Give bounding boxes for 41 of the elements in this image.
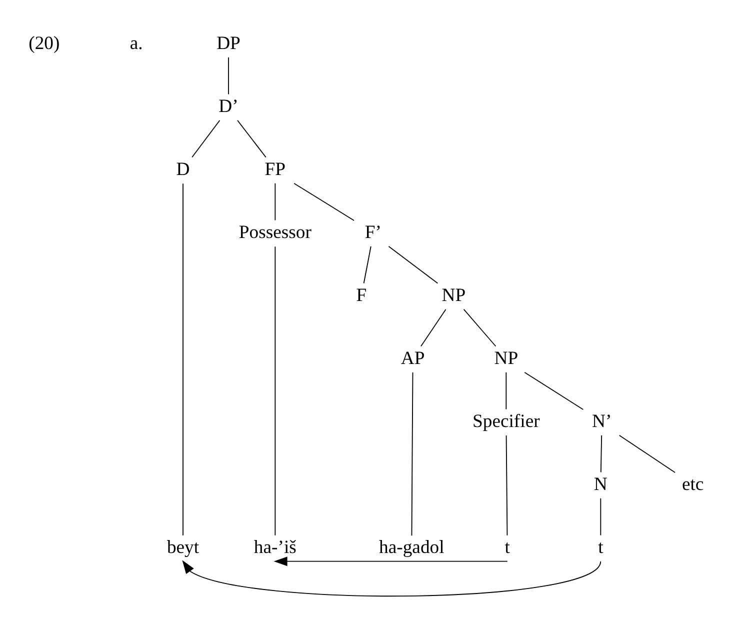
connector bbox=[363, 246, 372, 284]
node-text: t bbox=[598, 536, 604, 558]
node-text: Possessor bbox=[238, 222, 312, 243]
connector bbox=[420, 308, 446, 347]
connector bbox=[524, 372, 584, 410]
node-text: D’ bbox=[218, 96, 238, 117]
node-text: DP bbox=[216, 32, 240, 54]
connector bbox=[618, 434, 676, 473]
node-text: D bbox=[176, 158, 190, 180]
connector bbox=[463, 308, 496, 347]
node-text: Specifier bbox=[472, 410, 540, 432]
arrow bbox=[182, 560, 602, 596]
node-text: FP bbox=[264, 158, 286, 180]
label: a. bbox=[130, 32, 143, 54]
arrow bbox=[274, 556, 508, 566]
label: (20) bbox=[28, 32, 60, 54]
connector bbox=[388, 246, 438, 284]
connector bbox=[182, 183, 184, 536]
node-text: ha-gadol bbox=[379, 536, 444, 558]
node-text: AP bbox=[400, 348, 425, 369]
connector bbox=[506, 372, 507, 410]
node-text: beyt bbox=[166, 536, 200, 558]
connector bbox=[600, 434, 602, 473]
connector bbox=[600, 498, 602, 536]
node-text: t bbox=[504, 536, 510, 558]
node-text: etc bbox=[682, 474, 704, 495]
connector bbox=[274, 246, 276, 536]
node-text: NP bbox=[442, 284, 466, 306]
node-text: ha-’iš bbox=[254, 536, 296, 558]
connector bbox=[192, 120, 220, 158]
connector bbox=[506, 435, 508, 536]
connector bbox=[274, 182, 276, 221]
connector bbox=[228, 56, 229, 95]
connector bbox=[411, 372, 414, 536]
node-text: N bbox=[594, 474, 608, 495]
connector bbox=[294, 182, 354, 221]
node-text: F bbox=[356, 284, 367, 306]
node-text: F’ bbox=[364, 222, 382, 243]
node-text: N’ bbox=[592, 410, 612, 432]
connector bbox=[237, 120, 266, 158]
node-text: NP bbox=[494, 348, 518, 369]
